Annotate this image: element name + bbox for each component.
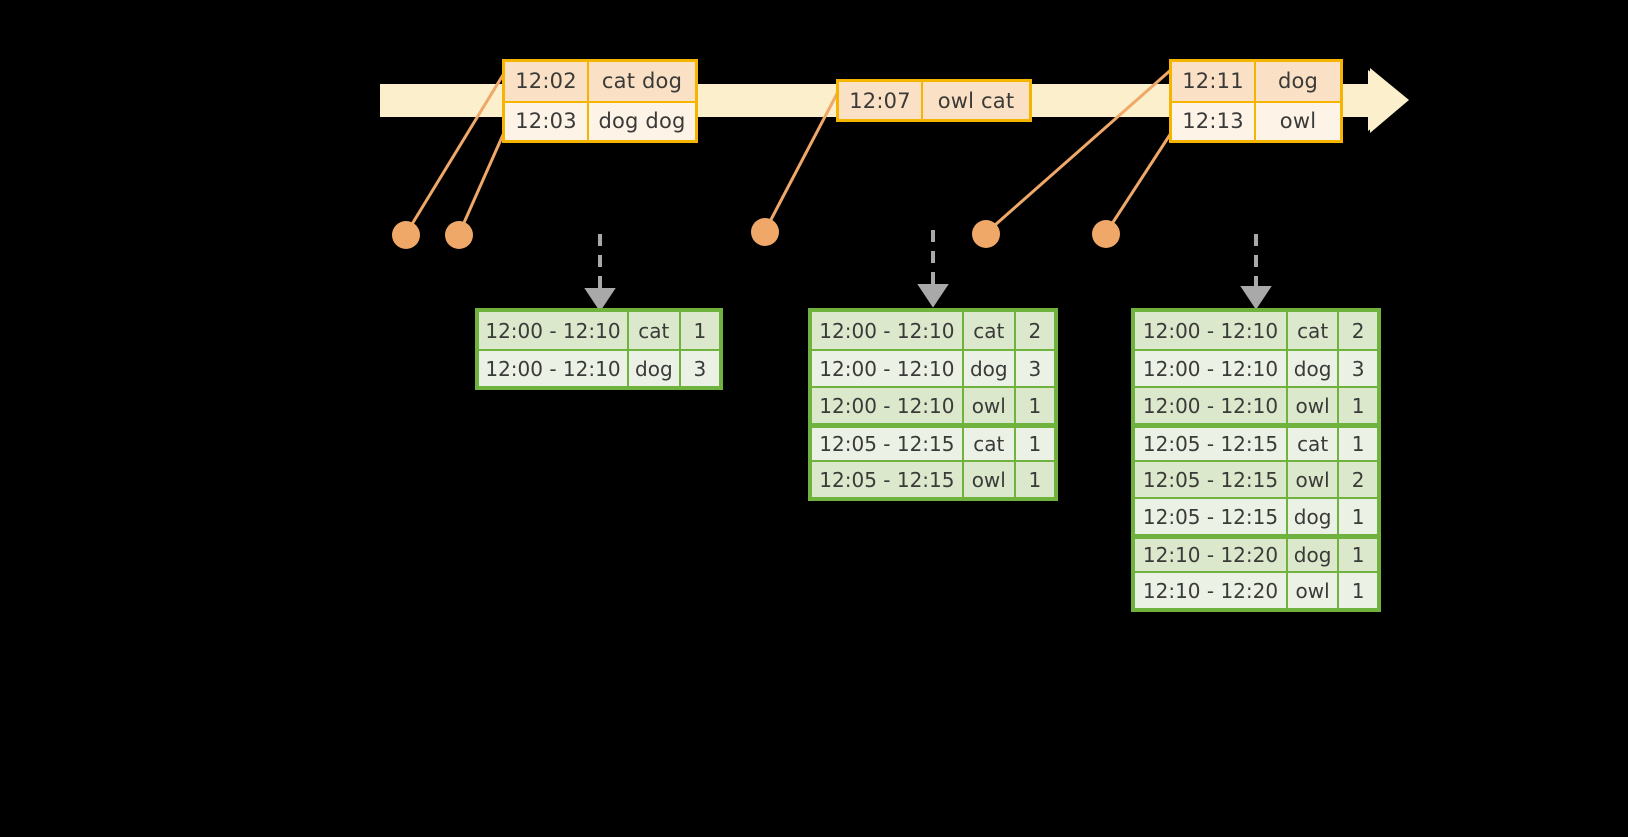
events-group-1: 12:02 cat dog 12:03 dog dog [502, 59, 698, 143]
event-payload: cat dog [589, 62, 695, 101]
count-cell: 3 [1015, 351, 1055, 386]
event-payload: owl [1256, 102, 1340, 140]
key-cell: dog [1288, 351, 1340, 386]
count-cell: 3 [1339, 351, 1377, 386]
key-cell: owl [1288, 462, 1340, 497]
event-row: 12:11 dog [1172, 62, 1340, 101]
window-cell: 12:05 - 12:15 [812, 428, 964, 460]
table-row: 12:00 - 12:10 cat 1 [479, 312, 719, 349]
emit-arrow-3 [1240, 234, 1272, 310]
window-cell: 12:00 - 12:10 [1135, 388, 1288, 423]
connector-dot-1 [392, 221, 420, 249]
connector-dots [392, 218, 1120, 249]
emit-arrows [584, 230, 1272, 312]
table-row: 12:10 - 12:20 owl 1 [1135, 571, 1377, 608]
key-cell: cat [1288, 428, 1340, 460]
window-cell: 12:05 - 12:15 [1135, 462, 1288, 497]
window-cell: 12:00 - 12:10 [1135, 351, 1288, 386]
key-cell: owl [1288, 388, 1340, 423]
count-cell: 1 [1339, 573, 1377, 608]
key-cell: dog [1288, 539, 1340, 571]
event-time: 12:13 [1172, 102, 1256, 140]
table-row: 12:05 - 12:15 cat 1 [1135, 423, 1377, 460]
connector-dot-2 [445, 221, 473, 249]
key-cell: cat [628, 312, 681, 349]
key-cell: owl [963, 462, 1016, 497]
key-cell: dog [1288, 499, 1340, 534]
table-row: 12:00 - 12:10 owl 1 [812, 386, 1055, 423]
key-cell: dog [628, 351, 681, 386]
table-row: 12:00 - 12:10 dog 3 [812, 349, 1055, 386]
window-cell: 12:05 - 12:15 [812, 462, 964, 497]
events-group-3: 12:11 dog 12:13 owl [1169, 59, 1343, 143]
event-time: 12:03 [505, 102, 589, 140]
table-row: 12:00 - 12:10 dog 3 [1135, 349, 1377, 386]
emit-arrow-2 [917, 230, 949, 308]
count-cell: 2 [1339, 462, 1377, 497]
key-cell: cat [963, 312, 1016, 349]
result-table-1: 12:00 - 12:10 cat 1 12:00 - 12:10 dog 3 [475, 308, 723, 390]
window-cell: 12:05 - 12:15 [1135, 428, 1288, 460]
event-payload: dog dog [589, 102, 695, 140]
event-row: 12:07 owl cat [839, 82, 1029, 119]
table-row: 12:10 - 12:20 dog 1 [1135, 534, 1377, 571]
window-cell: 12:05 - 12:15 [1135, 499, 1288, 534]
connector-dot-5 [1092, 220, 1120, 248]
window-cell: 12:00 - 12:10 [812, 351, 964, 386]
count-cell: 1 [1015, 428, 1055, 460]
key-cell: dog [963, 351, 1016, 386]
result-table-2: 12:00 - 12:10 cat 2 12:00 - 12:10 dog 3 … [808, 308, 1058, 501]
event-time: 12:07 [839, 82, 923, 119]
count-cell: 1 [1015, 462, 1055, 497]
count-cell: 1 [680, 312, 719, 349]
key-cell: cat [1288, 312, 1340, 349]
window-cell: 12:00 - 12:10 [479, 351, 629, 386]
window-cell: 12:00 - 12:10 [479, 312, 629, 349]
event-time: 12:02 [505, 62, 589, 101]
window-cell: 12:00 - 12:10 [812, 388, 964, 423]
key-cell: cat [963, 428, 1016, 460]
count-cell: 1 [1015, 388, 1055, 423]
emit-arrow-1 [584, 234, 616, 312]
key-cell: owl [1288, 573, 1340, 608]
count-cell: 1 [1339, 499, 1377, 534]
table-row: 12:00 - 12:10 cat 2 [812, 312, 1055, 349]
connector-dot-4 [972, 220, 1000, 248]
count-cell: 1 [1339, 428, 1377, 460]
table-row: 12:00 - 12:10 dog 3 [479, 349, 719, 386]
table-row: 12:00 - 12:10 owl 1 [1135, 386, 1377, 423]
table-row: 12:05 - 12:15 cat 1 [812, 423, 1055, 460]
event-row: 12:02 cat dog [505, 62, 695, 101]
table-row: 12:05 - 12:15 dog 1 [1135, 497, 1377, 534]
count-cell: 1 [1339, 539, 1377, 571]
window-cell: 12:10 - 12:20 [1135, 539, 1288, 571]
table-row: 12:05 - 12:15 owl 1 [812, 460, 1055, 497]
count-cell: 2 [1015, 312, 1055, 349]
count-cell: 2 [1339, 312, 1377, 349]
window-cell: 12:00 - 12:10 [1135, 312, 1288, 349]
window-cell: 12:10 - 12:20 [1135, 573, 1288, 608]
table-row: 12:00 - 12:10 cat 2 [1135, 312, 1377, 349]
event-time: 12:11 [1172, 62, 1256, 101]
key-cell: owl [963, 388, 1016, 423]
events-group-2: 12:07 owl cat [836, 79, 1032, 122]
event-row: 12:03 dog dog [505, 100, 695, 140]
event-payload: dog [1256, 62, 1340, 101]
count-cell: 3 [680, 351, 719, 386]
event-row: 12:13 owl [1172, 100, 1340, 140]
count-cell: 1 [1339, 388, 1377, 423]
connector-dot-3 [751, 218, 779, 246]
window-cell: 12:00 - 12:10 [812, 312, 964, 349]
event-payload: owl cat [923, 82, 1029, 119]
result-table-3: 12:00 - 12:10 cat 2 12:00 - 12:10 dog 3 … [1131, 308, 1381, 612]
table-row: 12:05 - 12:15 owl 2 [1135, 460, 1377, 497]
